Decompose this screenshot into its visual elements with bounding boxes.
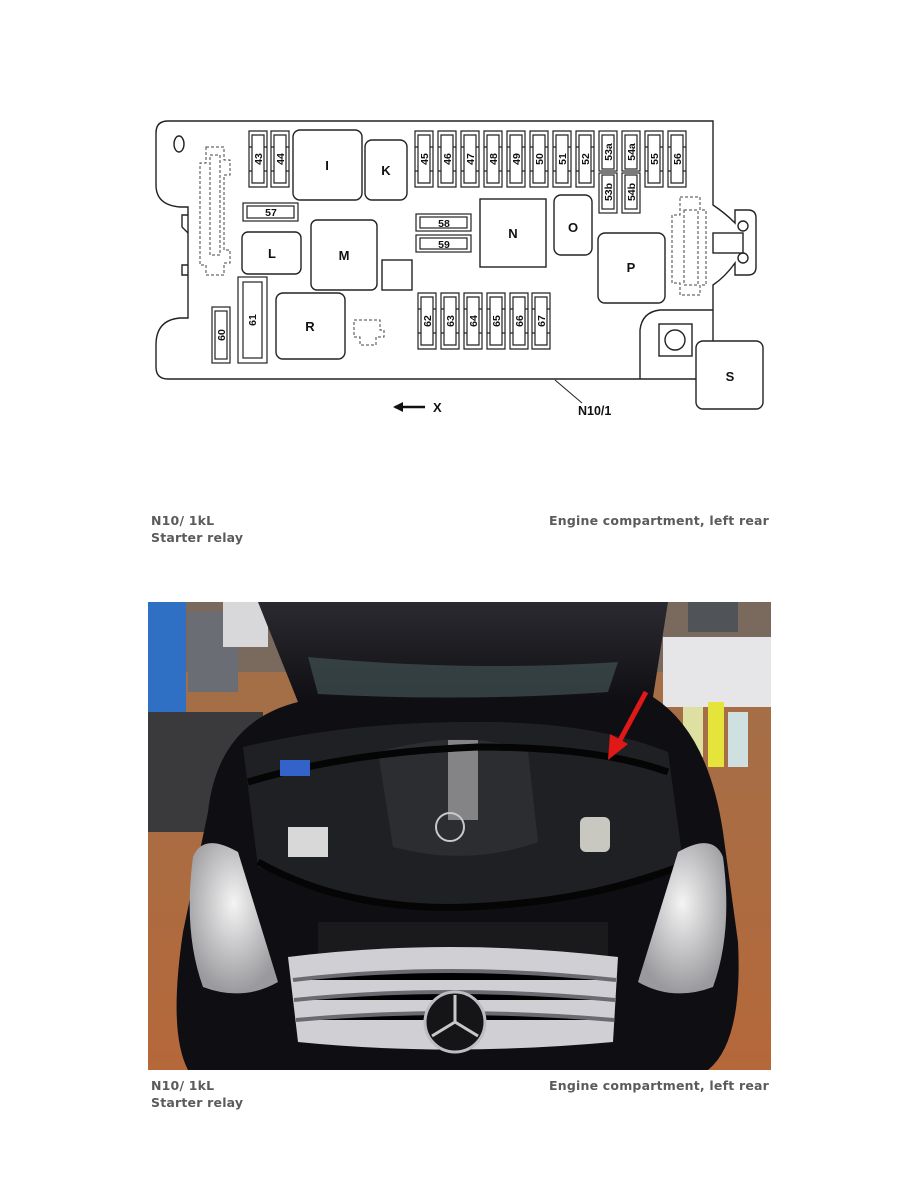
svg-text:67: 67 bbox=[536, 315, 548, 327]
component-code: N10/ 1kL bbox=[151, 513, 215, 528]
relay-label: I bbox=[325, 158, 329, 173]
svg-text:57: 57 bbox=[265, 207, 277, 219]
svg-text:48: 48 bbox=[488, 153, 500, 165]
svg-text:52: 52 bbox=[580, 153, 592, 165]
svg-text:59: 59 bbox=[438, 239, 450, 251]
svg-text:53b: 53b bbox=[603, 183, 615, 201]
relay-label: N bbox=[508, 226, 517, 241]
relay-R bbox=[275, 292, 346, 360]
component-name: Starter relay bbox=[151, 530, 244, 545]
relay-label: R bbox=[305, 319, 315, 334]
caption-left: N10/ 1kL Starter relay bbox=[151, 1077, 243, 1111]
svg-text:44: 44 bbox=[275, 153, 287, 165]
relay-N bbox=[479, 198, 547, 268]
svg-text:58: 58 bbox=[438, 218, 450, 230]
relay-S bbox=[695, 340, 764, 410]
relay-I bbox=[292, 129, 363, 201]
red-arrow-icon bbox=[608, 734, 628, 760]
relay-L bbox=[241, 231, 302, 275]
relay-label: K bbox=[381, 163, 391, 178]
svg-text:47: 47 bbox=[465, 153, 477, 165]
caption-left: N10/ 1kL Starter relay bbox=[151, 512, 243, 546]
caption-photo: N10/ 1kL Starter relay Engine compartmen… bbox=[151, 1077, 769, 1113]
fuse-box-drawing: I K L M N O P R S bbox=[155, 120, 764, 418]
svg-text:56: 56 bbox=[672, 153, 684, 165]
relay-label: L bbox=[268, 246, 276, 261]
engine-compartment-photo bbox=[148, 602, 771, 1070]
relay-label: S bbox=[726, 369, 735, 384]
svg-text:65: 65 bbox=[491, 315, 503, 327]
relay-K bbox=[364, 139, 408, 201]
svg-text:61: 61 bbox=[247, 314, 259, 326]
svg-text:62: 62 bbox=[422, 315, 434, 327]
relay-M bbox=[310, 219, 378, 291]
relay-label: P bbox=[627, 260, 636, 275]
svg-text:50: 50 bbox=[534, 153, 546, 165]
svg-text:43: 43 bbox=[253, 153, 265, 165]
svg-text:66: 66 bbox=[514, 315, 526, 327]
relay-label: O bbox=[568, 220, 578, 235]
component-label: N10/1 bbox=[578, 404, 611, 418]
component-location: Engine compartment, left rear bbox=[549, 1078, 769, 1093]
svg-text:64: 64 bbox=[468, 315, 480, 327]
component-code: N10/ 1kL bbox=[151, 1078, 215, 1093]
svg-text:53a: 53a bbox=[603, 143, 615, 161]
caption-diagram: N10/ 1kL Starter relay Engine compartmen… bbox=[151, 512, 769, 548]
svg-text:49: 49 bbox=[511, 153, 523, 165]
component-name: Starter relay bbox=[151, 1095, 244, 1110]
svg-text:46: 46 bbox=[442, 153, 454, 165]
direction-label: X bbox=[433, 400, 442, 415]
fuse-box-diagram: I K L M N O P R S bbox=[150, 115, 770, 425]
relay-P bbox=[597, 232, 666, 304]
svg-text:54a: 54a bbox=[626, 143, 638, 161]
svg-text:60: 60 bbox=[216, 329, 228, 341]
svg-text:51: 51 bbox=[557, 153, 569, 165]
svg-text:54b: 54b bbox=[626, 183, 638, 201]
svg-text:55: 55 bbox=[649, 153, 661, 165]
component-location: Engine compartment, left rear bbox=[549, 513, 769, 528]
relay-label: M bbox=[339, 248, 350, 263]
relay-O bbox=[553, 194, 593, 256]
svg-text:63: 63 bbox=[445, 315, 457, 327]
svg-text:45: 45 bbox=[419, 153, 431, 165]
